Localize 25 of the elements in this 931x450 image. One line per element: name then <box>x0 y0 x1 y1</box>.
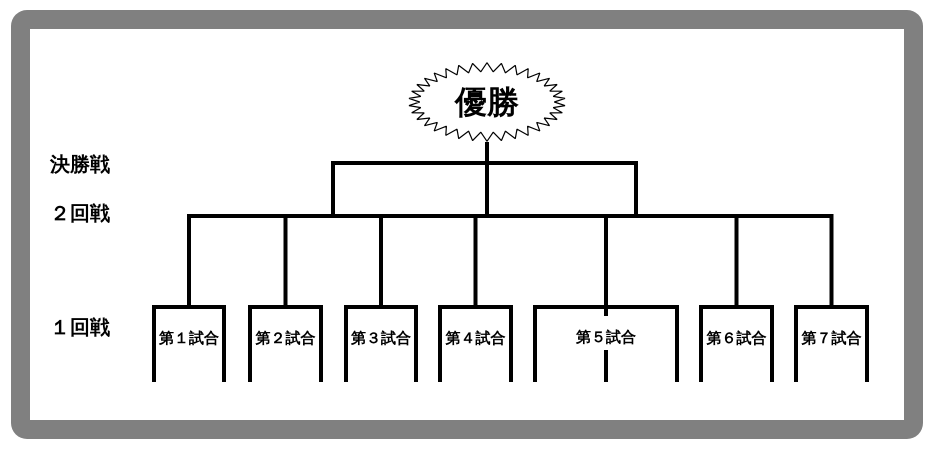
match-bracket <box>344 305 418 382</box>
round-label: ２回戦 <box>50 201 110 225</box>
bracket-line <box>734 218 738 305</box>
match-label: 第３試合 <box>351 328 411 348</box>
match-bracket <box>152 305 226 382</box>
bracket-line <box>830 218 834 305</box>
round-label: １回戦 <box>50 315 110 339</box>
round-label: 決勝戦 <box>50 152 110 176</box>
match-bracket <box>248 305 323 382</box>
match-bracket <box>794 305 869 382</box>
match-label: 第７試合 <box>802 328 862 348</box>
match-bracket <box>699 305 774 382</box>
match-label: 第４試合 <box>446 328 506 348</box>
match-label: 第１試合 <box>159 328 219 348</box>
champion-label: 優勝 <box>455 83 519 121</box>
match-label: 第５試合 <box>576 327 636 347</box>
bracket-line <box>604 218 608 305</box>
starburst <box>408 62 566 142</box>
bracket-line <box>474 218 478 305</box>
match-label: 第６試合 <box>706 328 766 348</box>
match-bracket <box>438 305 513 382</box>
bracket-line <box>284 218 288 305</box>
bracket-line <box>379 218 383 305</box>
match-bracket <box>533 305 679 382</box>
match-label: 第２試合 <box>256 328 316 348</box>
